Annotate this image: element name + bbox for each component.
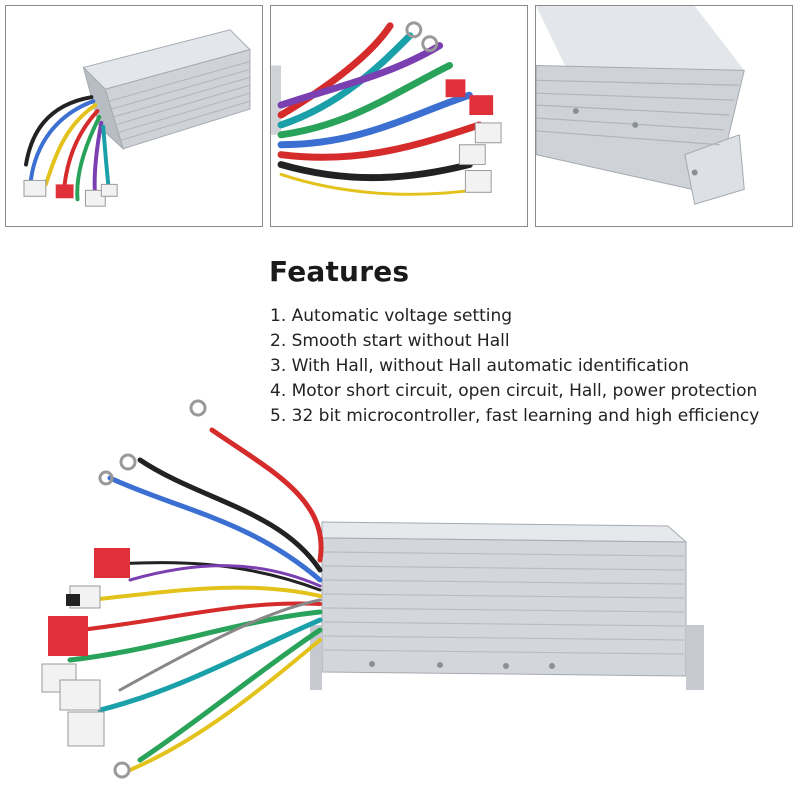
wiring-harness-image [271, 21, 502, 196]
housing-closeup-image [536, 6, 745, 205]
controller-with-harness-illustration [41, 399, 704, 779]
wiring-harness-closeup-thumbnail [270, 5, 528, 227]
feature-item: 3. With Hall, without Hall automatic ide… [270, 356, 689, 376]
features-list: 1. Automatic voltage setting 2. Smooth s… [270, 304, 759, 429]
feature-item: 1. Automatic voltage setting [270, 306, 513, 326]
features-heading: Features [269, 255, 410, 288]
controller-overview-image [23, 29, 251, 207]
feature-item: 2. Smooth start without Hall [270, 331, 510, 351]
main-product-image [0, 390, 800, 800]
housing-mounting-bracket-closeup-thumbnail [535, 5, 793, 227]
feature-item: 5. 32 bit microcontroller, fast learning… [270, 406, 760, 426]
controller-overview-thumbnail [5, 5, 263, 227]
feature-item: 4. Motor short circuit, open circuit, Ha… [270, 381, 758, 401]
